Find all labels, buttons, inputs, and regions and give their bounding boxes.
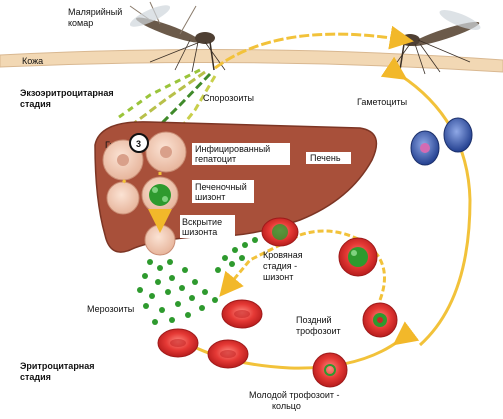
- skin-label: Кожа: [22, 56, 43, 66]
- cycle-arrow-blood: [219, 229, 386, 301]
- rupture-label-line2: шизонта: [182, 227, 217, 237]
- blood-stage-label-line3: шизонт: [263, 272, 293, 282]
- mosquito-label-line2: комар: [68, 18, 93, 28]
- liver-schizont-label-line2: шизонт: [195, 192, 225, 202]
- infected-label-line1: Инфицированный: [195, 144, 270, 154]
- marker-3-badge: [129, 133, 149, 153]
- ery-stage-label-line2: стадия: [20, 372, 51, 382]
- cycle-arrow-right: [380, 56, 472, 347]
- ery-stage-label-line1: Эритроцитарная: [20, 361, 95, 371]
- gametocyte-cells: [410, 117, 473, 166]
- mosquito-label-line1: Малярийный: [68, 7, 122, 17]
- red-blood-cells: [157, 217, 398, 388]
- exo-stage-label-line1: Экзоэритроцитарная: [20, 88, 114, 98]
- late-trophozoite-label-line1: Поздний: [296, 315, 332, 325]
- sporozoites-label: Спорозоиты: [203, 93, 254, 103]
- cycle-arrow-top: [214, 25, 414, 70]
- liver-schizont-label-line1: Печеночный: [195, 182, 247, 192]
- late-trophozoite-label-line2: трофозоит: [296, 326, 341, 336]
- liver-schizont-label-box: [192, 180, 254, 203]
- infected-label-line2: гепатоцит: [195, 154, 236, 164]
- mosquito-left-icon: [129, 1, 226, 73]
- skin-band: [0, 49, 503, 73]
- marker-3-text: 3: [136, 139, 141, 149]
- merozoite-dots: [137, 231, 295, 325]
- blood-stage-label-line2: стадия -: [263, 261, 297, 271]
- merozoites-label: Мерозоиты: [87, 304, 134, 314]
- blood-stage-label-line1: Кровяная: [263, 250, 303, 260]
- exo-stage-label-line2: стадия: [20, 99, 51, 109]
- rupture-label-line1: Вскрытие: [182, 217, 222, 227]
- young-trophozoite-label-line1: Молодой трофозоит -: [249, 390, 339, 400]
- liver-label-box: [306, 152, 351, 164]
- young-trophozoite-label-line2: кольцо: [272, 401, 301, 411]
- rupture-label-box: [180, 215, 235, 238]
- liver-label: Печень: [310, 153, 341, 163]
- infected-label-box: [192, 143, 290, 165]
- gametocytes-label: Гаметоциты: [357, 97, 407, 107]
